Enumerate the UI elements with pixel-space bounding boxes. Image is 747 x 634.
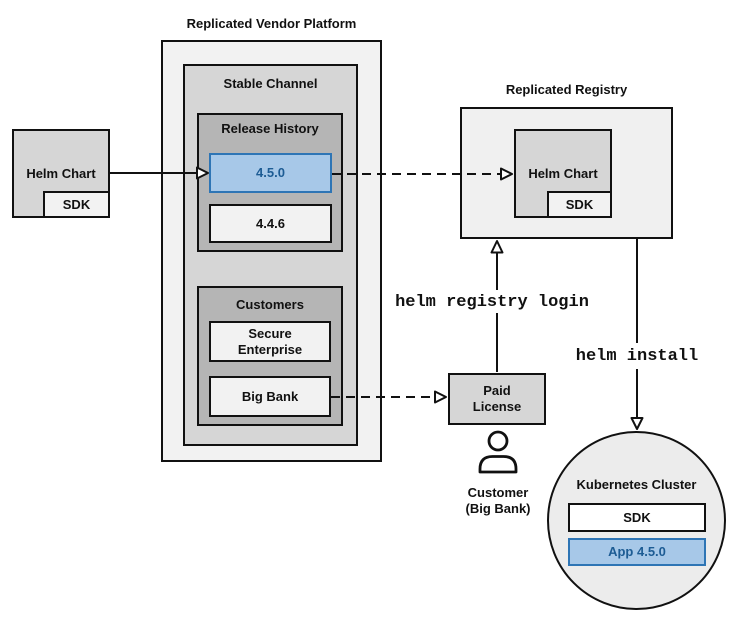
release-version-446-label: 4.4.6 bbox=[256, 215, 285, 231]
registry-sdk-box: SDK bbox=[547, 191, 612, 218]
cluster-sdk-box: SDK bbox=[568, 503, 706, 532]
paid-license-line2: License bbox=[472, 399, 522, 414]
release-version-446-box: 4.4.6 bbox=[209, 204, 332, 243]
arrow-install-head bbox=[630, 417, 644, 430]
registry-sdk-label: SDK bbox=[565, 196, 594, 212]
arrow-registry-to-cluster bbox=[630, 239, 644, 430]
registry-helm-chart-label: Helm Chart bbox=[528, 166, 598, 181]
kubernetes-cluster-title: Kubernetes Cluster bbox=[576, 477, 697, 492]
customer-secure-enterprise-box: Secure Enterprise bbox=[209, 321, 331, 362]
customer-big-bank-label: Big Bank bbox=[241, 388, 299, 404]
customers-title: Customers bbox=[236, 297, 304, 312]
person-icon bbox=[478, 430, 518, 474]
cluster-app-label: App 4.5.0 bbox=[608, 544, 666, 560]
source-sdk-box: SDK bbox=[43, 191, 110, 218]
release-version-450-box: 4.5.0 bbox=[209, 153, 332, 193]
customer-secure-enterprise-label: Secure Enterprise bbox=[237, 325, 303, 357]
customer-big-bank-box: Big Bank bbox=[209, 376, 331, 417]
person-icon-shoulders bbox=[478, 455, 518, 474]
release-version-450-label: 4.5.0 bbox=[256, 165, 285, 181]
paid-license-box: Paid License bbox=[448, 373, 546, 425]
cluster-sdk-label: SDK bbox=[623, 509, 651, 525]
person-icon-head bbox=[487, 430, 509, 452]
registry-title: Replicated Registry bbox=[505, 82, 628, 97]
arrow-bigbank-head bbox=[434, 390, 447, 404]
source-helm-chart-label: Helm Chart bbox=[26, 166, 96, 181]
paid-license-line1: Paid bbox=[483, 383, 511, 399]
release-history-title: Release History bbox=[221, 121, 319, 136]
source-sdk-label: SDK bbox=[62, 196, 91, 212]
customer-person-company: (Big Bank) bbox=[465, 501, 531, 517]
platform-title: Replicated Vendor Platform bbox=[186, 16, 357, 31]
command-helm-registry-login: helm registry login bbox=[395, 293, 589, 312]
cluster-app-box: App 4.5.0 bbox=[568, 538, 706, 566]
arrow-login-head bbox=[490, 240, 504, 254]
stable-channel-title: Stable Channel bbox=[223, 76, 318, 91]
customer-person-name: Customer bbox=[467, 485, 529, 500]
command-helm-install: helm install bbox=[575, 347, 699, 366]
